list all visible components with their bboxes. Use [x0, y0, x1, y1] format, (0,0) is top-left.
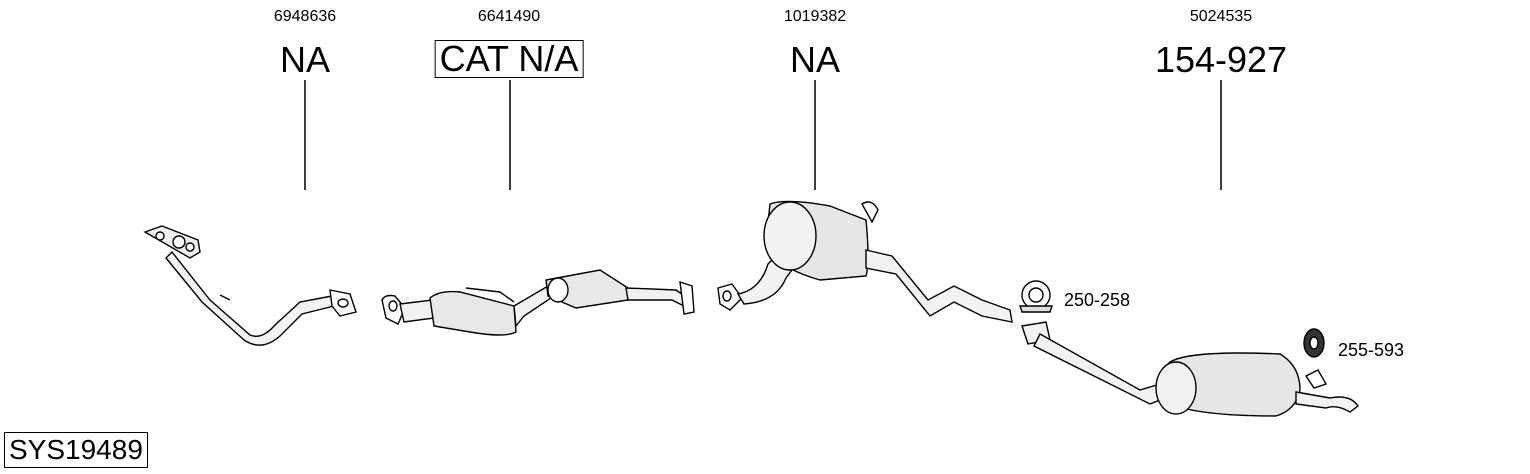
system-code: SYS19489 [4, 432, 148, 468]
part-code-1: NA [279, 39, 331, 80]
part-code-3: NA [789, 39, 841, 80]
rear-silencer [1021, 321, 1359, 417]
accessory-code-hanger: 255-593 [1338, 340, 1405, 360]
middle-silencer [717, 200, 1013, 323]
part-code-4: 154-927 [1154, 39, 1288, 80]
front-pipe [143, 225, 357, 346]
rubber-hanger-icon [1303, 328, 1325, 358]
accessory-code-clamp: 250-258 [1064, 290, 1131, 310]
oem-number-2: 6641490 [477, 8, 541, 25]
part-code-2: CAT N/A [434, 40, 584, 78]
oem-number-3: 1019382 [783, 8, 847, 25]
catalytic-converter [381, 269, 695, 336]
oem-number-1: 6948636 [273, 8, 337, 25]
clamp-icon [1019, 280, 1053, 313]
oem-number-4: 5024535 [1189, 8, 1253, 25]
